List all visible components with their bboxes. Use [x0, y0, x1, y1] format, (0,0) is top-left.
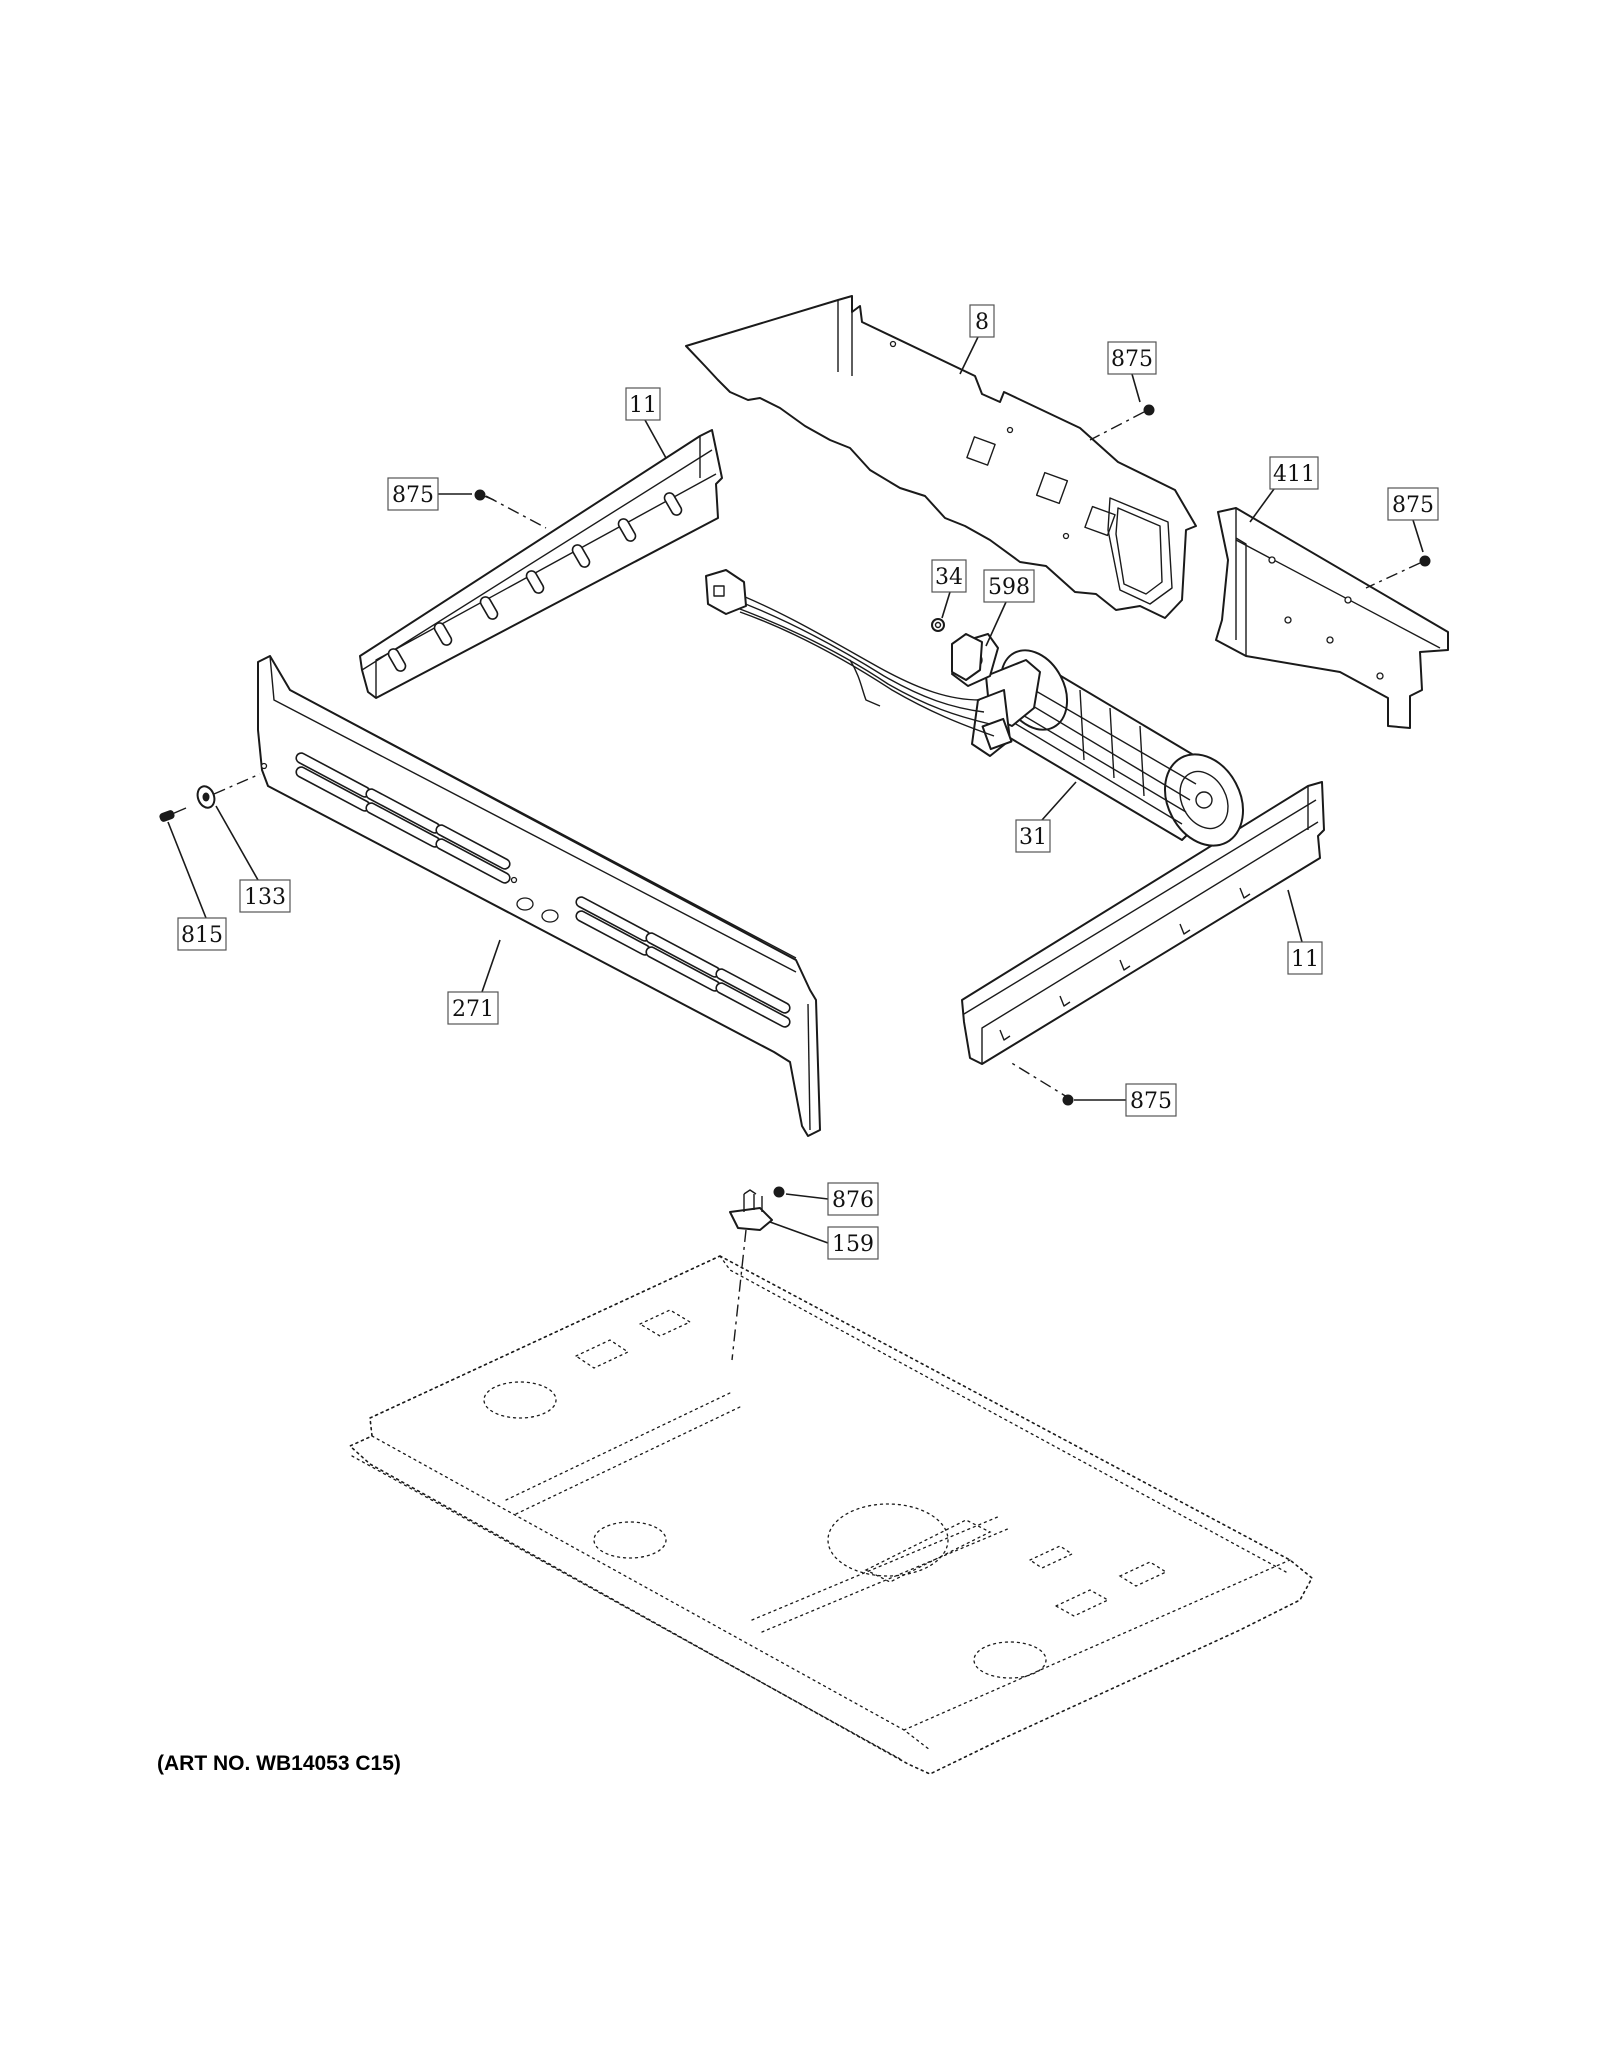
part-271-vented-panel[interactable] — [257, 655, 821, 1137]
svg-text:875: 875 — [392, 483, 434, 508]
callout-875-upper-left: 875 — [387, 477, 439, 511]
svg-text:133: 133 — [244, 885, 286, 910]
part-31-blower-fan[interactable] — [951, 633, 1258, 859]
callout-34: 34 — [931, 559, 967, 593]
part-876-screw[interactable] — [773, 1186, 785, 1198]
svg-text:11: 11 — [1291, 947, 1319, 972]
base-pan-phantom — [348, 1255, 1314, 1775]
svg-text:8: 8 — [975, 310, 989, 335]
svg-text:271: 271 — [452, 997, 494, 1022]
part-875-screw-lower-right[interactable] — [1062, 1094, 1074, 1106]
part-598-gasket[interactable] — [951, 633, 983, 681]
callout-411: 411 — [1269, 456, 1319, 490]
svg-text:31: 31 — [1019, 825, 1047, 850]
part-159-thermostat[interactable] — [729, 1189, 773, 1231]
part-11-lower-channel-bracket[interactable] — [961, 781, 1325, 1065]
svg-text:815: 815 — [181, 923, 223, 948]
part-875-screw-bracket-411[interactable] — [1419, 555, 1431, 567]
part-31-wire-harness — [705, 569, 995, 737]
callout-159: 159 — [827, 1226, 879, 1260]
callout-815: 815 — [177, 917, 227, 951]
callout-271: 271 — [447, 991, 499, 1025]
svg-text:875: 875 — [1392, 493, 1434, 518]
svg-text:876: 876 — [832, 1188, 874, 1213]
svg-text:11: 11 — [629, 393, 657, 418]
callout-31: 31 — [1015, 819, 1051, 853]
callout-11-lower: 11 — [1287, 941, 1323, 975]
callout-11-upper: 11 — [625, 387, 661, 421]
callout-598: 598 — [983, 569, 1035, 603]
svg-text:34: 34 — [935, 565, 963, 590]
leader-lines — [167, 336, 1424, 1244]
part-875-screw-panel-8[interactable] — [1143, 404, 1155, 416]
part-8-rear-shield-panel[interactable] — [685, 295, 1197, 619]
svg-text:159: 159 — [832, 1232, 874, 1257]
callout-875-panel-8: 875 — [1107, 341, 1157, 375]
callout-133: 133 — [239, 879, 291, 913]
svg-text:411: 411 — [1273, 462, 1315, 487]
art-number-caption: (ART NO. WB14053 C15) — [157, 1752, 401, 1775]
callout-8: 8 — [969, 304, 995, 338]
callout-875-bracket-411: 875 — [1387, 487, 1439, 521]
callout-875-lower-right: 875 — [1125, 1083, 1177, 1117]
part-411-bracket[interactable] — [1215, 507, 1449, 729]
part-133-spacer[interactable] — [195, 784, 218, 810]
part-815-screw[interactable] — [159, 807, 187, 822]
part-11-upper-channel-bracket[interactable] — [359, 429, 723, 699]
part-34-nut[interactable] — [931, 618, 945, 632]
svg-text:875: 875 — [1130, 1089, 1172, 1114]
svg-text:875: 875 — [1111, 347, 1153, 372]
svg-text:598: 598 — [988, 575, 1030, 600]
assembly-lines — [213, 411, 1421, 1361]
callout-876: 876 — [827, 1182, 879, 1216]
